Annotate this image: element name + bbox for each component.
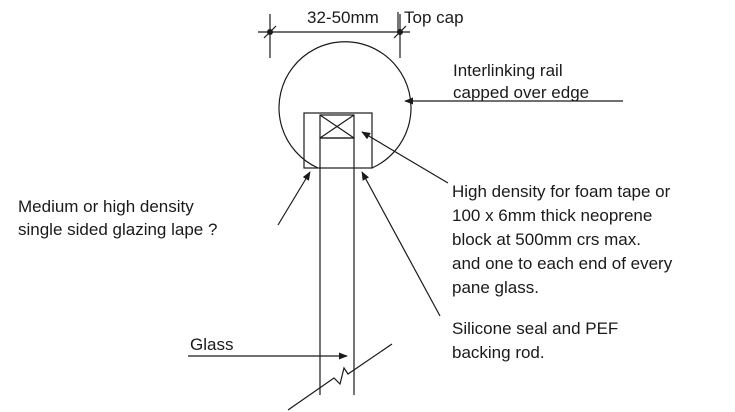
silicone-seal-leader <box>361 171 441 317</box>
interlinking-rail-channel <box>303 112 373 169</box>
interlinking-rail-label-line-2: capped over edge <box>453 83 590 102</box>
foam-tape-label-line-1: High density for foam tape or <box>452 182 671 201</box>
glass-label: Glass <box>190 335 234 354</box>
top-cap-label: Top cap <box>404 8 464 27</box>
silicone-seal-label-line-1: Silicone seal and PEF <box>452 319 619 338</box>
glass-slot <box>319 137 355 168</box>
foam-tape-label-line-5: pane glass. <box>452 278 539 297</box>
foam-tape-leader <box>361 131 449 184</box>
foam-tape-label-line-3: block at 500mm crs max. <box>452 230 641 249</box>
foam-tape-label-line-4: and one to each end of every <box>452 254 673 273</box>
silicone-seal-label-line-2: backing rod. <box>452 343 545 362</box>
packing-block <box>319 114 355 139</box>
foam-tape-label-line-2: 100 x 6mm thick neoprene <box>452 206 653 225</box>
glazing-tape-label-line-2: single sided glazing lape ? <box>18 220 218 239</box>
packing-block-cross-2 <box>319 114 355 139</box>
glazing-tape-leader <box>277 171 311 226</box>
interlinking-rail-label-line-1: Interlinking rail <box>453 61 563 80</box>
dimension-label: 32-50mm <box>307 8 379 27</box>
top-cap-outline <box>278 41 412 169</box>
dimension-node-left <box>267 29 274 36</box>
break-line <box>287 343 393 411</box>
glazing-tape-label-line-1: Medium or high density <box>18 197 194 216</box>
